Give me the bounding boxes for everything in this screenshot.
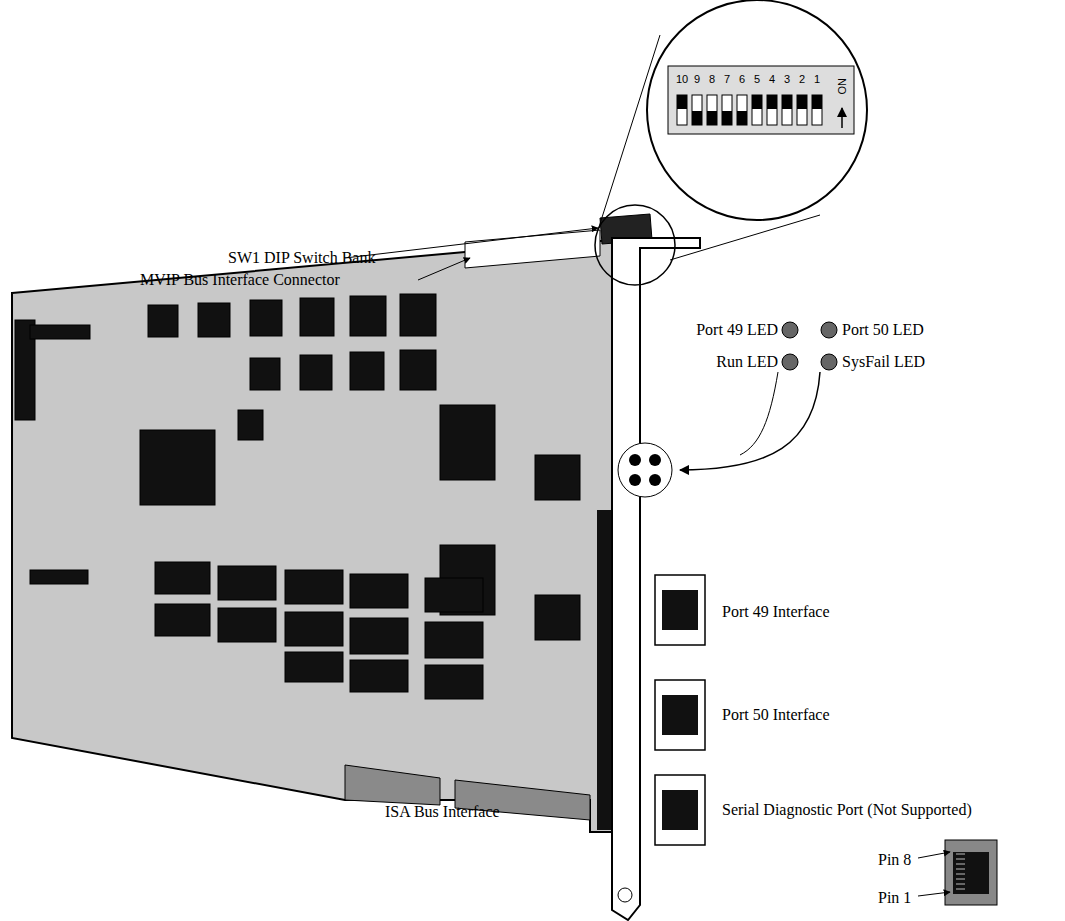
led-label: Run LED <box>716 353 778 371</box>
leader-line <box>740 372 778 455</box>
zoom-circle <box>595 205 675 285</box>
switch-number: 10 <box>676 73 688 86</box>
jack-detail <box>953 852 989 894</box>
rj-jacks <box>655 575 705 845</box>
leader-line <box>918 892 950 896</box>
led-label: Port 49 LED <box>696 321 778 339</box>
switch-number: 2 <box>799 73 805 86</box>
circuit-board <box>12 240 612 832</box>
part-label: SW1 DIP Switch Bank <box>228 249 375 267</box>
port-label: Port 49 Interface <box>722 603 830 621</box>
part-label: ISA Bus Interface <box>385 803 500 821</box>
dip-switches <box>677 95 822 125</box>
chips <box>15 294 580 699</box>
switch-number: ON <box>836 78 849 95</box>
leader-line <box>345 228 598 258</box>
zoom-circle <box>647 0 867 220</box>
leds <box>782 322 837 370</box>
bracket-hole <box>618 888 632 902</box>
port-label: Port 50 Interface <box>722 706 830 724</box>
switch-number: 1 <box>814 73 820 86</box>
switch-number: 9 <box>694 73 700 86</box>
leader-line <box>418 258 470 280</box>
leader-line <box>918 852 950 858</box>
zoom-line <box>670 215 820 260</box>
port-label: Serial Diagnostic Port (Not Supported) <box>722 801 972 819</box>
callout-arrow <box>680 372 820 470</box>
edge-fingers <box>345 765 440 805</box>
led-dots <box>629 454 661 486</box>
switch-number: 5 <box>754 73 760 86</box>
on-arrow <box>841 108 843 128</box>
pin-label: Pin 8 <box>878 851 911 869</box>
switch-number: 7 <box>724 73 730 86</box>
switch-number: 6 <box>739 73 745 86</box>
dip-switch-bank <box>668 66 854 134</box>
switch-number: 4 <box>769 73 775 86</box>
pin-label: Pin 1 <box>878 889 911 907</box>
switch-number: 3 <box>784 73 790 86</box>
jack-detail <box>945 840 997 905</box>
led-circle <box>618 443 672 497</box>
part-label: MVIP Bus Interface Connector <box>140 271 340 289</box>
led-label: Port 50 LED <box>842 321 924 339</box>
led-label: SysFail LED <box>842 353 925 371</box>
jack-pins <box>956 854 965 889</box>
switch-number: 8 <box>709 73 715 86</box>
